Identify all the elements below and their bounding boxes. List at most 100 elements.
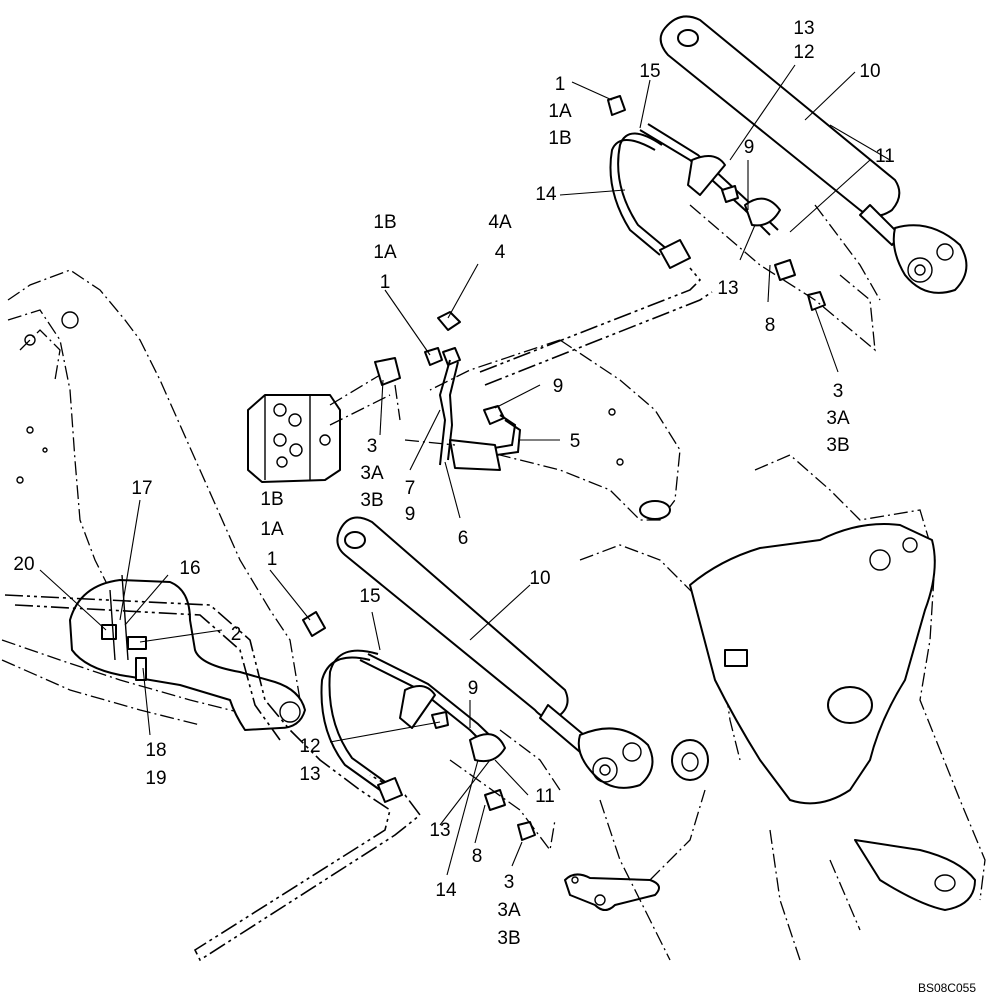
callout-line: 14 [535,184,557,205]
callout-c17: 6 [458,528,469,549]
callout-c30: 8 [472,846,483,867]
callout-line: 17 [131,478,152,499]
callout-c10: 3 3A 3B [826,381,850,456]
callout-c26: 9 [468,678,479,699]
callout-line: 3A [497,900,521,921]
callout-line: 3 [833,381,844,402]
callout-c20: 20 [13,554,34,575]
pivot-pin [564,789,706,911]
callout-line: 7 [405,478,416,499]
leader-lines [39,64,871,876]
callout-line: 1A [260,519,284,540]
callout-line: 9 [553,376,564,397]
hose-routing-line [14,604,281,741]
callout-line: 1B [260,489,283,510]
mounting-plate [69,574,306,731]
callout-line: 18 [145,740,166,761]
loader-frame [1,269,301,726]
drawing-code: BS08C055 [918,981,976,995]
callout-line: 3 [367,436,378,457]
callout-c04: 1 1A 1B [548,74,572,149]
lower-lift-cylinder [336,516,709,789]
hose-routing-line [479,267,702,373]
callout-line: 4 [495,242,506,263]
callout-c05: 9 [744,137,755,158]
callout-c15: 3 3A 3B [360,436,384,511]
callout-line: 20 [13,554,34,575]
callout-c19: 17 [131,478,152,499]
callout-line: 15 [639,61,660,82]
callout-line: 8 [765,315,776,336]
callout-c13: 9 [553,376,564,397]
callout-c32: 3 3A 3B [497,872,521,949]
callout-line: 16 [179,558,200,579]
callout-line: 3B [360,490,383,511]
callout-line: 13 [717,278,738,299]
callout-c07: 14 [535,184,557,205]
callout-c25: 10 [529,568,550,589]
callout-c28: 11 [535,786,555,807]
callout-c31: 14 [435,880,457,901]
callout-line: 8 [472,846,483,867]
callout-line: 1B [548,128,571,149]
control-valve [247,357,401,483]
callout-line: 3A [360,463,384,484]
callout-line: 11 [535,786,555,807]
callout-line: 12 [793,42,814,63]
lower-hose-assembly [302,611,561,852]
callout-c11: 1B 1A 1 [373,212,397,293]
callout-line: 1 [555,74,566,95]
callout-c21: 16 [179,558,200,579]
callout-line: 3A [826,408,850,429]
callout-line: 14 [435,880,457,901]
callout-c14: 5 [570,431,581,452]
callout-line: 19 [145,768,166,789]
callout-c03: 15 [639,61,660,82]
lift-arm-bracket [429,339,681,521]
callout-c02: 10 [859,61,880,82]
callout-line: 10 [859,61,880,82]
callout-c22: 2 [231,624,242,645]
callout-line: 11 [875,146,895,167]
callout-c29: 13 [429,820,450,841]
callout-line: 3B [497,928,520,949]
callout-line: 6 [458,528,469,549]
callout-line: 1B [373,212,396,233]
callout-line: 13 [299,764,320,785]
callout-line: 9 [405,504,416,525]
callout-line: 1 [380,272,391,293]
callout-line: 10 [529,568,550,589]
upper-hose-assembly [607,95,881,352]
loader-tower [579,454,986,961]
callout-line: 15 [359,586,380,607]
callout-line: 1 [267,549,278,570]
callout-line: 13 [793,18,814,39]
callout-line: 4A [488,212,512,233]
callout-line: 13 [429,820,450,841]
callout-line: 1A [373,242,397,263]
upper-lift-cylinder [659,15,968,294]
hose-routing-line [484,291,713,386]
callout-c06: 11 [875,146,895,167]
fittings-group [404,311,522,471]
callout-c18: 1B 1A 1 [260,489,284,570]
callout-line: 2 [231,624,242,645]
callout-line: 3B [826,435,849,456]
callout-c24: 15 [359,586,380,607]
callout-line: 9 [744,137,755,158]
callout-line: 3 [504,872,515,893]
callout-line: 1A [548,101,572,122]
callout-c08: 13 [717,278,738,299]
callout-c09: 8 [765,315,776,336]
callout-line: 5 [570,431,581,452]
callout-line: 12 [299,736,320,757]
callout-line: 9 [468,678,479,699]
